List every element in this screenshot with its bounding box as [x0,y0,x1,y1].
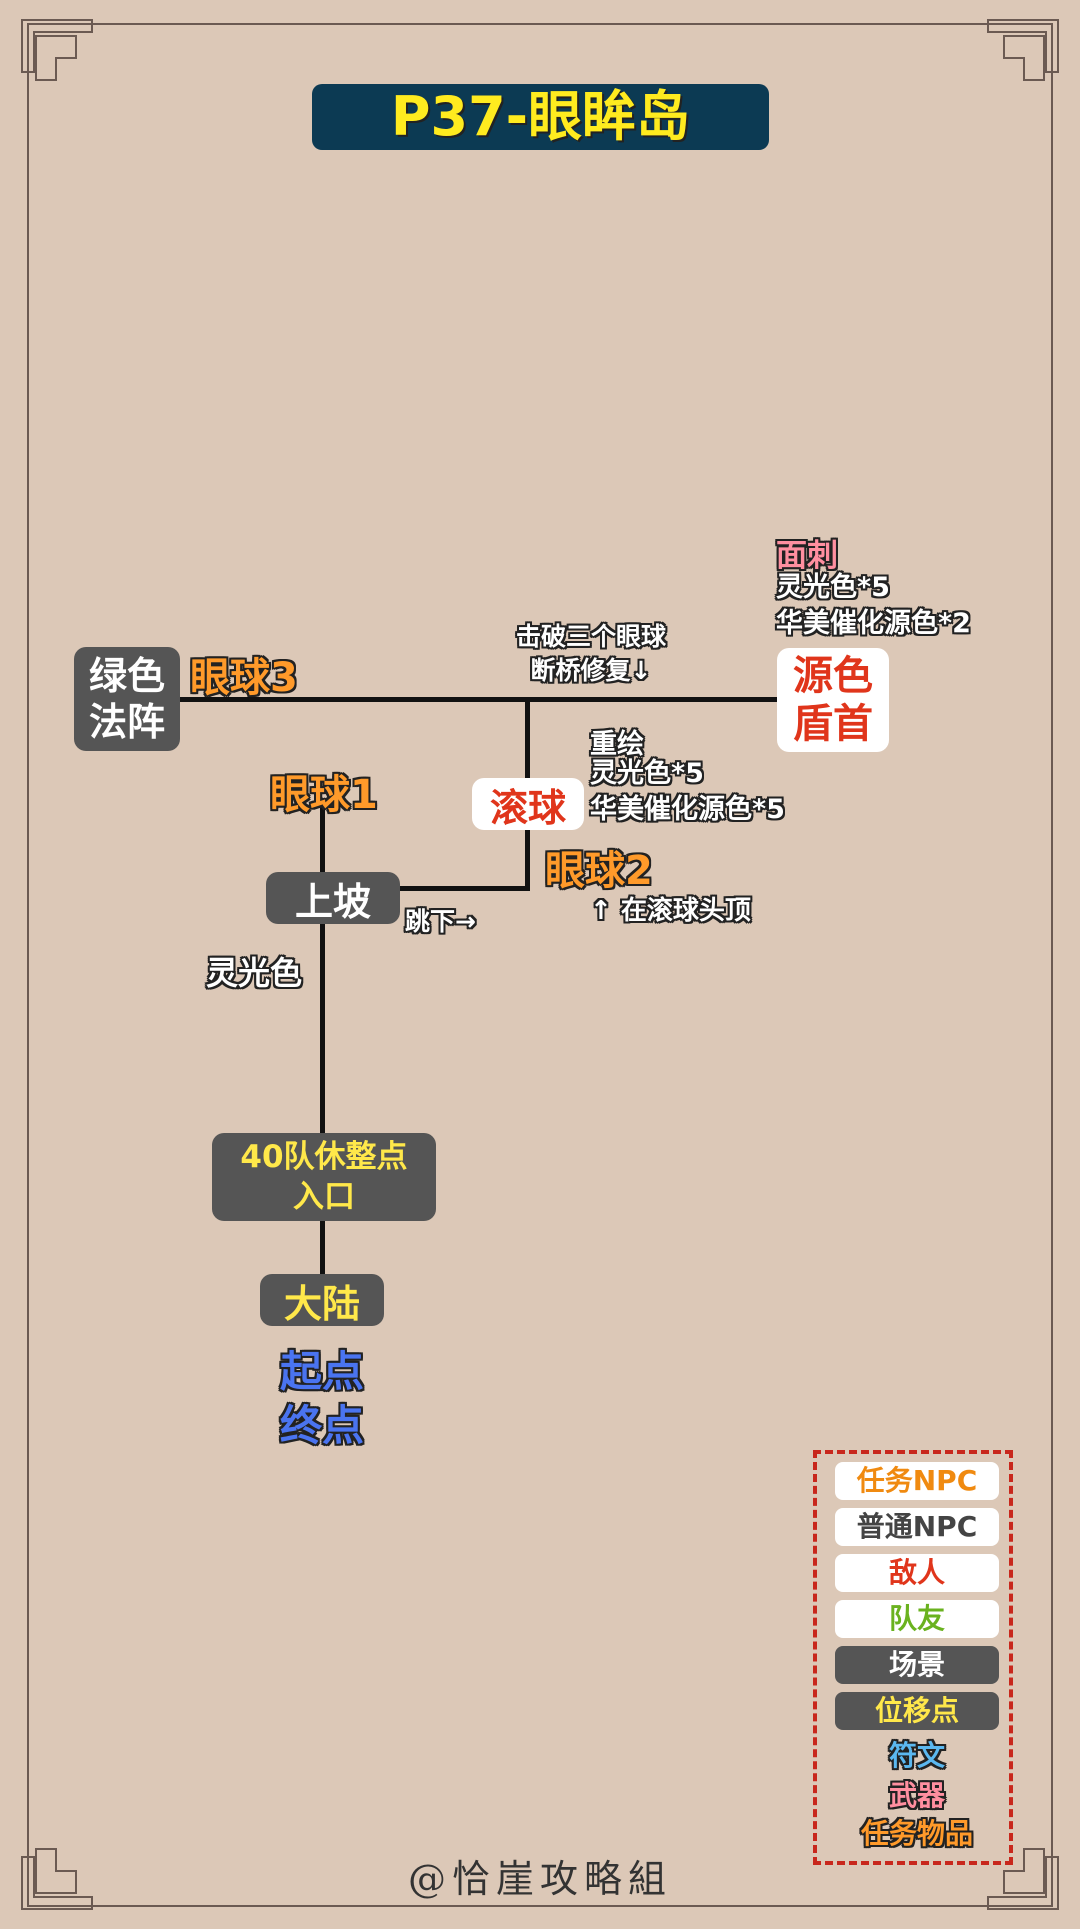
note-break-line2: 断桥修复↓ [530,656,652,685]
legend: 任务NPC 普通NPC 敌人 队友 场景 位移点 符文 武器 任务物品 [813,1450,1013,1865]
node-source-shield-line1: 源色 [793,653,873,699]
legend-quest-npc: 任务NPC [835,1462,999,1500]
label-end: 终点 [280,1401,365,1450]
reward-line: 灵光色*5 [776,572,890,603]
node-slope-label: 上坡 [294,879,371,924]
legend-scene: 场景 [835,1646,999,1684]
footer-credit: @恰崖攻略組 [407,1857,672,1901]
legend-rune: 符文 [888,1739,945,1772]
reward-line: 华美催化源色*2 [776,608,971,639]
note-break-eyeballs: 击破三个眼球 断桥修复↓ [516,620,666,688]
node-green-array: 绿色 法阵 [74,647,180,751]
legend-teleport: 位移点 [835,1692,999,1730]
label-eyeball3: 眼球3 [190,655,298,701]
reward-line: 灵光色*5 [590,758,704,789]
rewards-redraw: 灵光色*5 华美催化源色*5 [590,756,785,828]
note-jump-down: 跳下→ [405,907,476,936]
label-redraw: 重绘 [590,729,644,760]
label-start-end: 起点 终点 [280,1345,364,1453]
legend-teammate: 队友 [835,1600,999,1638]
node-green-array-line2: 法阵 [88,700,165,744]
node-rest-point-line2: 入口 [293,1179,355,1215]
node-green-array-line1: 绿色 [88,654,165,698]
node-slope: 上坡 [266,872,400,924]
node-rolling-ball: 滚球 [472,778,584,830]
path-main-vertical [320,800,325,1276]
node-rolling-ball-label: 滚球 [489,785,566,830]
label-face-thorn: 面刺 [776,538,838,574]
node-rest-point-line1: 40队休整点 [240,1139,408,1175]
page-title: P37-眼眸岛 [312,84,769,150]
node-source-shield: 源色 盾首 [777,648,889,752]
note-on-ball: ↑ 在滚球头顶 [590,896,751,926]
legend-normal-npc: 普通NPC [835,1508,999,1546]
node-source-shield-line2: 盾首 [793,701,873,747]
note-break-line1: 击破三个眼球 [516,622,667,651]
legend-enemy: 敌人 [835,1554,999,1592]
node-mainland: 大陆 [260,1274,384,1326]
label-aura-color: 灵光色 [206,954,303,992]
node-rest-point: 40队休整点 入口 [212,1133,436,1221]
path-top-horizontal [178,697,778,702]
label-eyeball2: 眼球2 [545,848,653,894]
legend-quest-item: 任务物品 [860,1817,973,1850]
node-mainland-label: 大陆 [283,1281,360,1326]
label-eyeball1: 眼球1 [270,772,378,818]
label-start: 起点 [280,1347,365,1396]
path-jump-horizontal [398,886,530,891]
legend-weapon: 武器 [888,1779,945,1812]
rewards-face-thorn: 灵光色*5 华美催化源色*2 [776,570,971,642]
reward-line: 华美催化源色*5 [590,794,785,825]
